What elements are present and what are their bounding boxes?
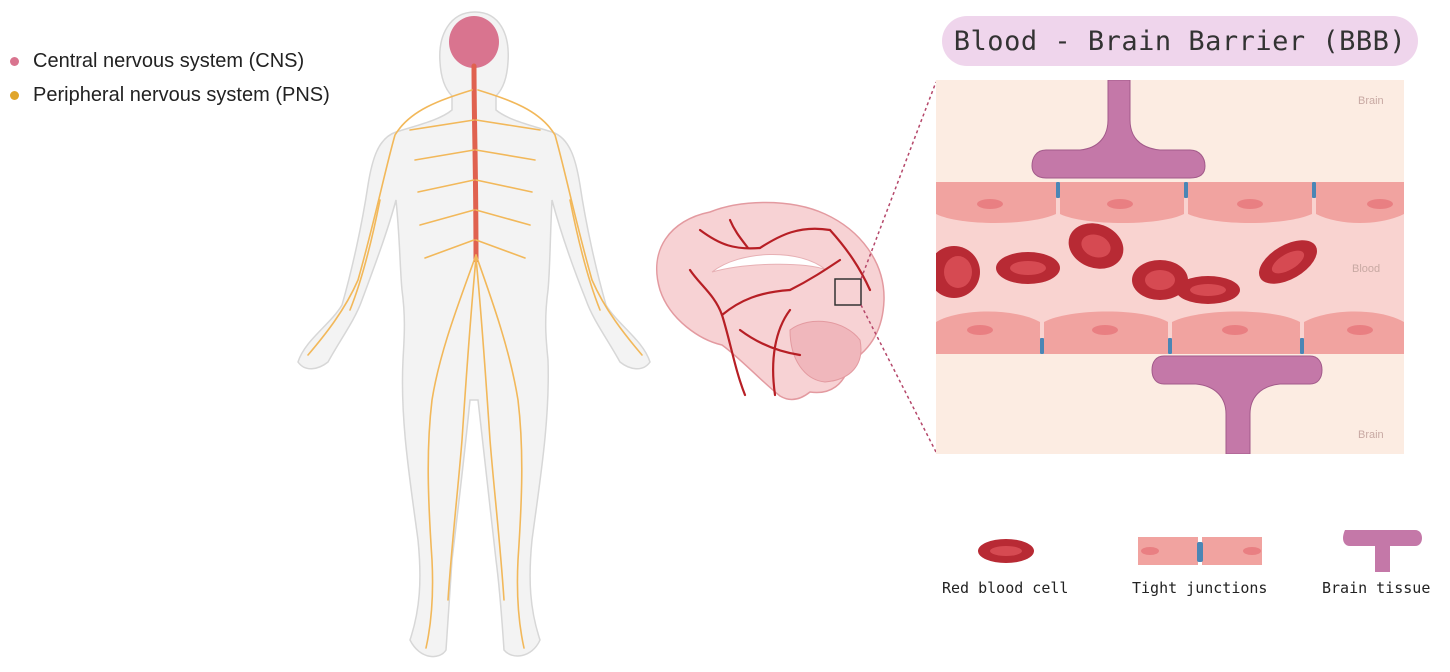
zoom-line-bottom	[861, 305, 936, 452]
zoom-line-top	[861, 82, 936, 279]
key-label-brain-tissue: Brain tissue	[1322, 579, 1430, 597]
spinal-cord	[474, 66, 476, 260]
bbb-panel: Brain Blood Brain	[928, 80, 1404, 454]
zone-label-blood: Blood	[1352, 263, 1380, 275]
key-label-tight-junctions: Tight junctions	[1132, 579, 1267, 597]
zone-label-brain-bottom: Brain	[1358, 429, 1384, 441]
sagittal-brain	[657, 82, 936, 452]
key-rbc-icon	[978, 539, 1034, 563]
rbc-5	[1176, 276, 1240, 304]
cns-brain	[449, 16, 499, 68]
key-tight-junction-icon	[1138, 537, 1262, 565]
endothelium-top	[936, 182, 1404, 223]
key-label-rbc: Red blood cell	[942, 579, 1068, 597]
rbc-1	[928, 246, 980, 298]
zone-label-brain-top: Brain	[1358, 95, 1384, 107]
key-brain-tissue-icon	[1343, 530, 1422, 572]
human-body-figure	[298, 12, 650, 657]
rbc-2	[996, 252, 1060, 284]
